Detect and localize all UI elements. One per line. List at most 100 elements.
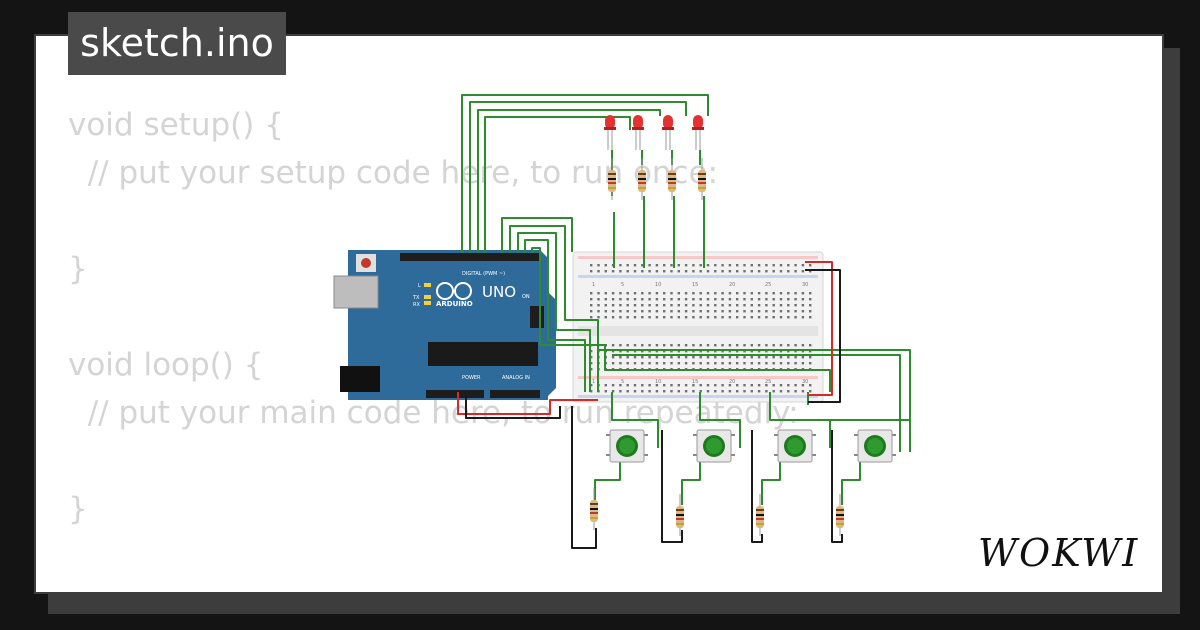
breadboard-hole [728,316,732,319]
arduino-uno-board: UNO ARDUINO DIGITAL (PWM ~) ANALOG IN PO… [333,250,556,400]
breadboard-hole [706,292,710,295]
breadboard-hole [597,264,600,267]
breadboard-hole [670,344,673,347]
resistor-body [608,170,616,192]
breadboard-hole [641,264,644,267]
breadboard-hole [809,350,812,353]
breadboard-hole [743,384,746,387]
breadboard-hole [699,292,702,295]
resistor-band [836,509,844,511]
resistor-icon [836,494,844,536]
breadboard-hole [692,304,695,307]
breadboard-hole [772,270,775,273]
breadboard-hole [714,264,717,267]
breadboard-hole [648,310,651,313]
breadboard-hole [648,316,651,319]
resistor-band [698,187,706,189]
breadboard-hole [779,310,783,313]
wire-green [531,247,831,392]
breadboard-hole [663,384,666,387]
wire-green [509,225,599,392]
breadboard-hole [626,304,629,307]
breadboard-hole [757,390,761,393]
breadboard-hole [648,390,651,393]
resistor-body [668,170,676,192]
breadboard-hole [663,350,666,353]
breadboard-hole [590,310,593,313]
breadboard-hole [692,344,695,347]
breadboard-hole [794,356,797,359]
led-body [663,115,673,129]
breadboard-hole [736,344,739,347]
column-number: 5 [621,282,624,288]
breadboard-hole [626,310,629,313]
breadboard-hole [743,264,746,267]
breadboard-hole [663,344,666,347]
breadboard-hole [714,304,717,307]
resistor-band [608,173,616,175]
breadboard-hole [655,298,659,301]
button-cap-highlight [867,438,883,454]
breadboard-hole [648,270,651,273]
breadboard-hole [787,356,790,359]
column-number: 25 [765,379,771,385]
breadboard-hole [677,316,680,319]
wire-green [841,448,861,505]
resistor-band [756,514,764,516]
breadboard-hole [706,270,710,273]
resistor-band [590,517,598,519]
breadboard-hole [721,390,724,393]
breadboard-hole [663,270,666,273]
breadboard-hole [597,270,600,273]
breadboard-hole [692,362,695,365]
breadboard-hole [728,298,732,301]
resistor-band [608,182,616,184]
resistor-body [698,170,706,192]
code-line: // put your setup code here, to run once… [68,155,719,191]
breadboard-hole [706,316,710,319]
breadboard-hole [721,316,724,319]
breadboard-hole [684,390,688,393]
breadboard-hole [699,384,702,387]
breadboard-hole [684,310,688,313]
wire-green [769,392,831,448]
breadboard-hole [641,270,644,273]
resistor-band [756,518,764,520]
breadboard-hole [779,384,783,387]
breadboard-hole [801,298,805,301]
breadboard-hole [641,310,644,313]
breadboard-hole [772,390,775,393]
column-number: 25 [765,282,771,288]
breadboard-hole [619,310,622,313]
breadboard-hole [684,270,688,273]
wire-black [571,406,597,549]
breadboard-hole [611,362,615,365]
breadboard-hole [787,304,790,307]
push-button-icon [854,429,896,463]
column-number: 15 [692,379,698,385]
breadboard-hole [714,356,717,359]
breadboard-hole [670,356,673,359]
breadboard-hole [809,390,812,393]
breadboard-hole [641,390,644,393]
breadboard-hole [721,356,724,359]
breadboard-hole [692,316,695,319]
breadboard-hole [750,304,753,307]
breadboard-hole [677,310,680,313]
breadboard-hole [604,384,607,387]
breadboard-hole [604,292,607,295]
breadboard-hole [809,270,812,273]
breadboard-hole [633,344,637,347]
breadboard-hole [765,362,768,365]
resistor-band [836,514,844,516]
breadboard-hole [743,362,746,365]
breadboard-hole [714,316,717,319]
resistor-band [836,523,844,525]
breadboard-hole [736,310,739,313]
wire-black [661,430,683,543]
breadboard-hole [765,298,768,301]
breadboard-hole [757,344,761,347]
breadboard-hole [765,304,768,307]
breadboard-hole [611,390,615,393]
